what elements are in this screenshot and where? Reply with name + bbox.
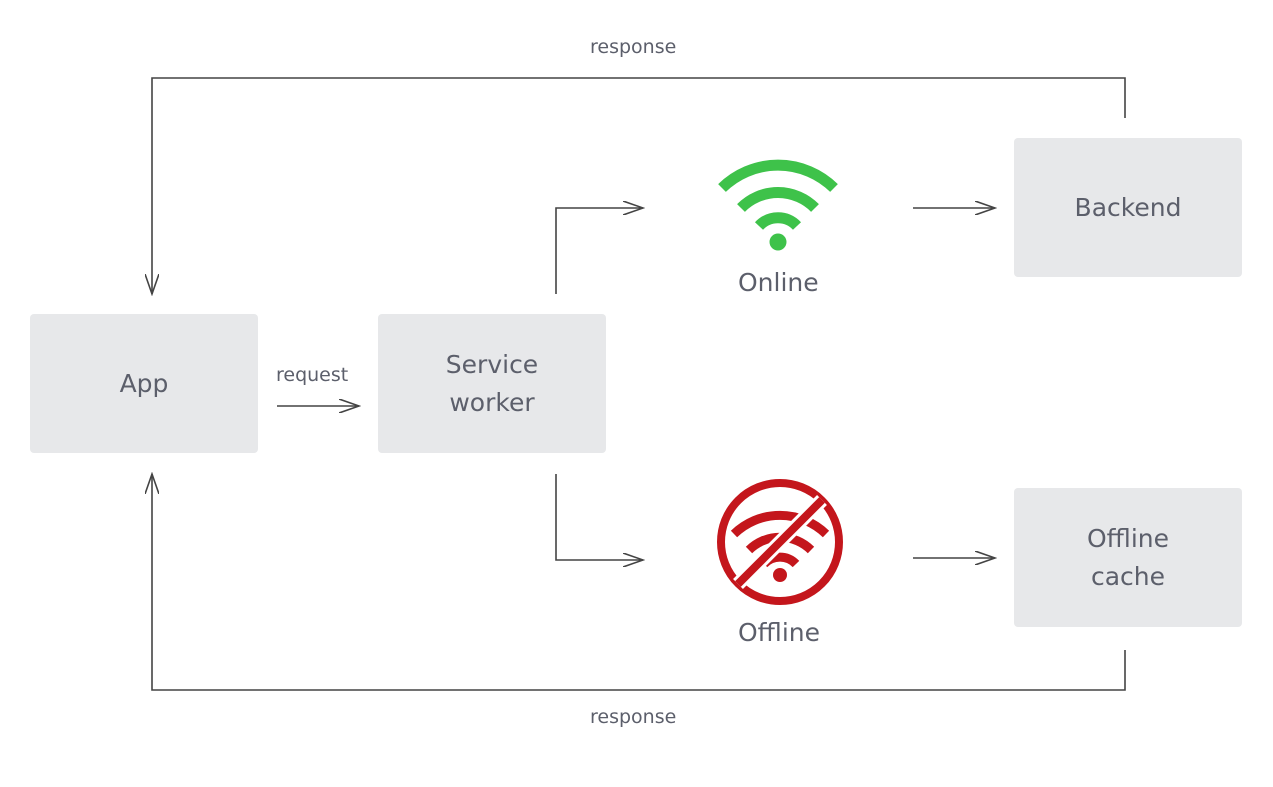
response-bottom-label: response — [590, 706, 677, 728]
offline-cache-node: Offline cache — [1014, 488, 1242, 627]
wifi-off-icon — [717, 479, 843, 605]
response-top-arrow — [152, 77, 1126, 294]
app-node: App — [30, 314, 258, 453]
response-top-label: response — [590, 36, 677, 58]
app-node-label: App — [119, 368, 169, 398]
request-label: request — [276, 364, 349, 386]
offline-label: Offline — [738, 618, 821, 647]
offline-cache-label-line2: cache — [1090, 561, 1166, 591]
service-worker-label-line1: Service — [445, 349, 539, 379]
sw-to-offline-arrow — [555, 474, 643, 560]
offline-cache-label-line1: Offline — [1086, 523, 1170, 553]
service-worker-label-line2: worker — [449, 387, 535, 417]
response-bottom-arrow — [152, 474, 1126, 691]
wifi-icon — [718, 159, 838, 251]
backend-node-label: Backend — [1074, 192, 1182, 222]
online-label: Online — [738, 268, 819, 297]
backend-node: Backend — [1014, 138, 1242, 277]
sw-to-online-arrow — [555, 208, 643, 294]
service-worker-node: Service worker — [378, 314, 606, 453]
